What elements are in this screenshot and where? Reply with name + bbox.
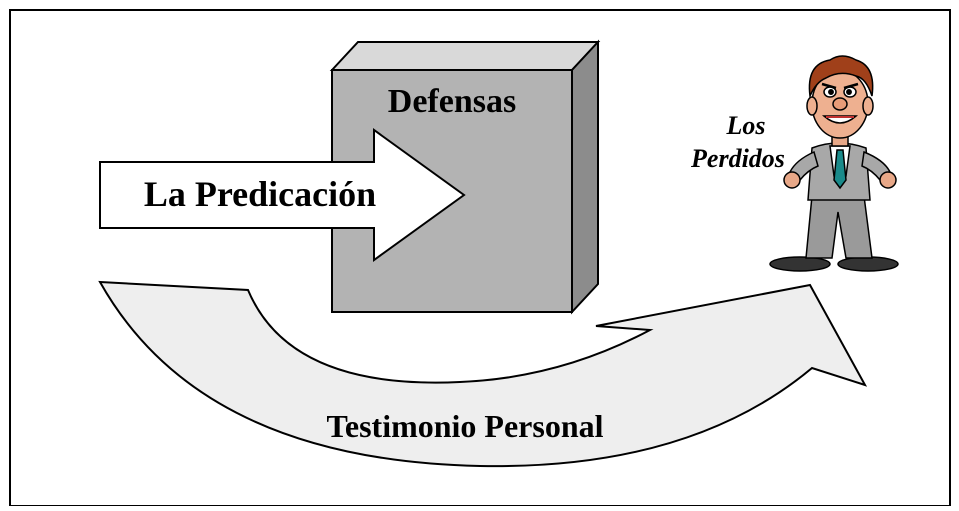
lost-label-line2: Perdidos <box>690 144 785 173</box>
nose <box>832 97 848 111</box>
right-ear <box>862 96 874 116</box>
preaching-arrow-label: La Predicación <box>144 174 376 214</box>
lost-label-line1: Los <box>726 111 766 140</box>
left-ear <box>806 96 818 116</box>
curved-arrow-label: Testimonio Personal <box>326 408 603 444</box>
right-fist <box>879 171 897 189</box>
eyebrows <box>821 82 859 90</box>
right-pupil <box>846 89 852 95</box>
box-top <box>329 41 601 71</box>
left-shoe <box>769 256 831 272</box>
preaching-arrow <box>99 128 466 262</box>
tie <box>833 149 847 190</box>
left-fist <box>783 171 801 189</box>
right-shoe <box>837 256 899 272</box>
box-side <box>571 39 599 315</box>
left-pupil <box>828 89 834 95</box>
curved-arrow <box>98 280 868 468</box>
box-label: Defensas <box>388 83 516 120</box>
hair <box>808 55 874 99</box>
person-illustration <box>769 55 899 272</box>
legs <box>805 195 873 259</box>
